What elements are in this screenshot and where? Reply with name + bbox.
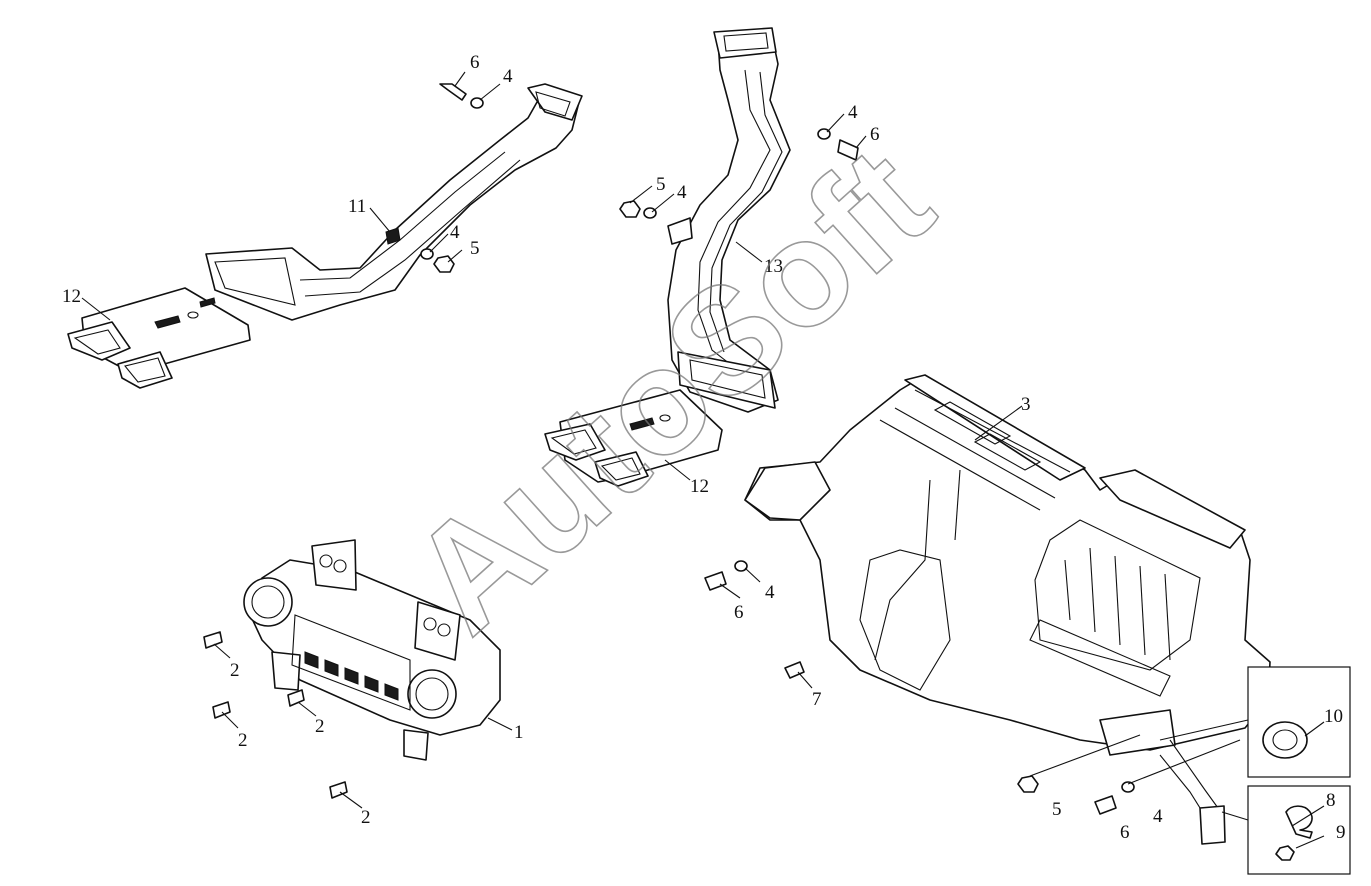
- callout-7: 7: [812, 689, 822, 710]
- callout-4: 4: [765, 582, 775, 603]
- callout-4: 4: [450, 222, 460, 243]
- grommet-10: [1262, 721, 1308, 759]
- callout-2: 2: [238, 730, 248, 751]
- callout-10: 10: [1324, 706, 1343, 727]
- left-air-duct: [205, 83, 583, 321]
- nut-9: [1275, 845, 1295, 861]
- left-air-outlet: [67, 287, 251, 389]
- callout-2: 2: [315, 716, 325, 737]
- inset-box-grommet: [1247, 666, 1351, 778]
- callout-8: 8: [1326, 790, 1336, 811]
- callout-5: 5: [1052, 799, 1062, 820]
- callout-6: 6: [1120, 822, 1130, 843]
- callout-4: 4: [848, 102, 858, 123]
- callout-2: 2: [361, 807, 371, 828]
- center-air-outlet: [544, 389, 723, 487]
- callout-labels: 6 4 11 4 5 12 4 6 5 4 13 12 3 4 6 7 2 2 …: [62, 52, 1346, 843]
- callout-5: 5: [656, 174, 666, 195]
- center-air-duct: [667, 27, 791, 413]
- callout-3: 3: [1021, 394, 1031, 415]
- callout-6: 6: [470, 52, 480, 73]
- callout-2: 2: [230, 660, 240, 681]
- leader-lines: [81, 71, 1325, 849]
- climate-control-panel: [243, 539, 501, 761]
- callout-12: 12: [690, 476, 709, 497]
- callout-6: 6: [734, 602, 744, 623]
- callout-1: 1: [514, 722, 524, 743]
- callout-11: 11: [348, 196, 366, 217]
- callout-4: 4: [503, 66, 513, 87]
- fasteners: [203, 83, 1135, 815]
- callout-4: 4: [1153, 806, 1163, 827]
- callout-12: 12: [62, 286, 81, 307]
- callout-9: 9: [1336, 822, 1346, 843]
- callout-13: 13: [764, 256, 783, 277]
- hvac-unit: [744, 374, 1271, 845]
- callout-4: 4: [677, 182, 687, 203]
- callout-6: 6: [870, 124, 880, 145]
- callout-5: 5: [470, 238, 480, 259]
